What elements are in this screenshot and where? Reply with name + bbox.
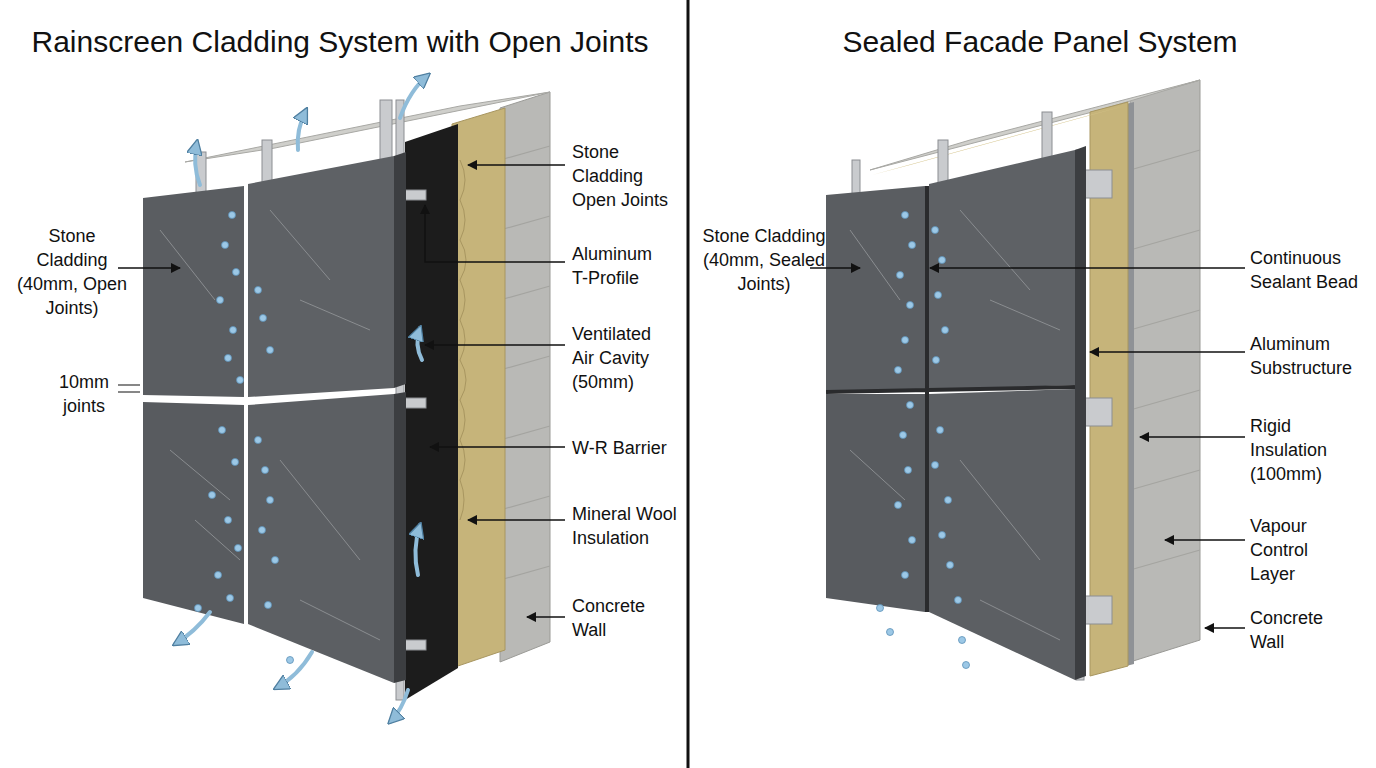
wr-barrier	[405, 124, 458, 700]
stone-panel	[248, 156, 394, 397]
stone-veins	[160, 210, 380, 640]
component-label: Aluminum Substructure	[1250, 332, 1366, 380]
block-joints	[1130, 150, 1200, 570]
joint-marker	[118, 385, 140, 392]
sealant-bead	[826, 186, 1075, 612]
component-label: Stone Cladding (40mm, Sealed Joints)	[702, 224, 826, 296]
component-label: Concrete Wall	[1250, 606, 1342, 654]
component-label: Stone Cladding (40mm, Open Joints)	[14, 224, 130, 320]
leader-lines	[118, 165, 565, 617]
component-label: Stone Cladding Open Joints	[572, 140, 672, 212]
stone-panel	[248, 394, 394, 683]
water-drops	[877, 212, 970, 669]
panel-divider	[687, 0, 690, 768]
block-joints	[500, 146, 550, 580]
water-drops	[195, 212, 294, 664]
wool-texture	[460, 160, 466, 520]
component-label: Aluminum T-Profile	[572, 242, 672, 290]
component-label: Continuous Sealant Bead	[1250, 246, 1372, 294]
panel-title: Sealed Facade Panel System	[710, 24, 1370, 60]
stone-edge	[394, 152, 406, 388]
stone-edge	[394, 392, 406, 683]
component-label: Rigid Insulation (100mm)	[1250, 414, 1354, 486]
stone-panel	[826, 186, 925, 390]
stone-edge	[1075, 146, 1086, 680]
stone-panel	[929, 150, 1075, 390]
rainscreen-illustration	[118, 75, 565, 722]
sealed-facade-illustration	[810, 80, 1245, 680]
insulation-top	[872, 105, 1128, 175]
panel-title: Rainscreen Cladding System with Open Joi…	[20, 24, 660, 60]
dimension-label: 10mm joints	[52, 370, 116, 418]
airflow-arrows	[175, 75, 428, 722]
component-label: Ventilated Air Cavity (50mm)	[572, 322, 676, 394]
component-label: Concrete Wall	[572, 594, 672, 642]
stone-panel	[826, 394, 925, 612]
concrete-wall	[1130, 80, 1200, 662]
component-label: Mineral Wool Insulation	[572, 502, 690, 550]
concrete-wall	[500, 92, 550, 662]
stone-veins	[850, 210, 1060, 640]
stone-panel	[143, 402, 244, 624]
component-label: Vapour Control Layer	[1250, 514, 1342, 586]
component-label: W-R Barrier	[572, 436, 702, 460]
mineral-wool-insulation	[452, 108, 505, 668]
wall-top-face	[870, 80, 1200, 170]
leader-lines	[810, 268, 1245, 628]
